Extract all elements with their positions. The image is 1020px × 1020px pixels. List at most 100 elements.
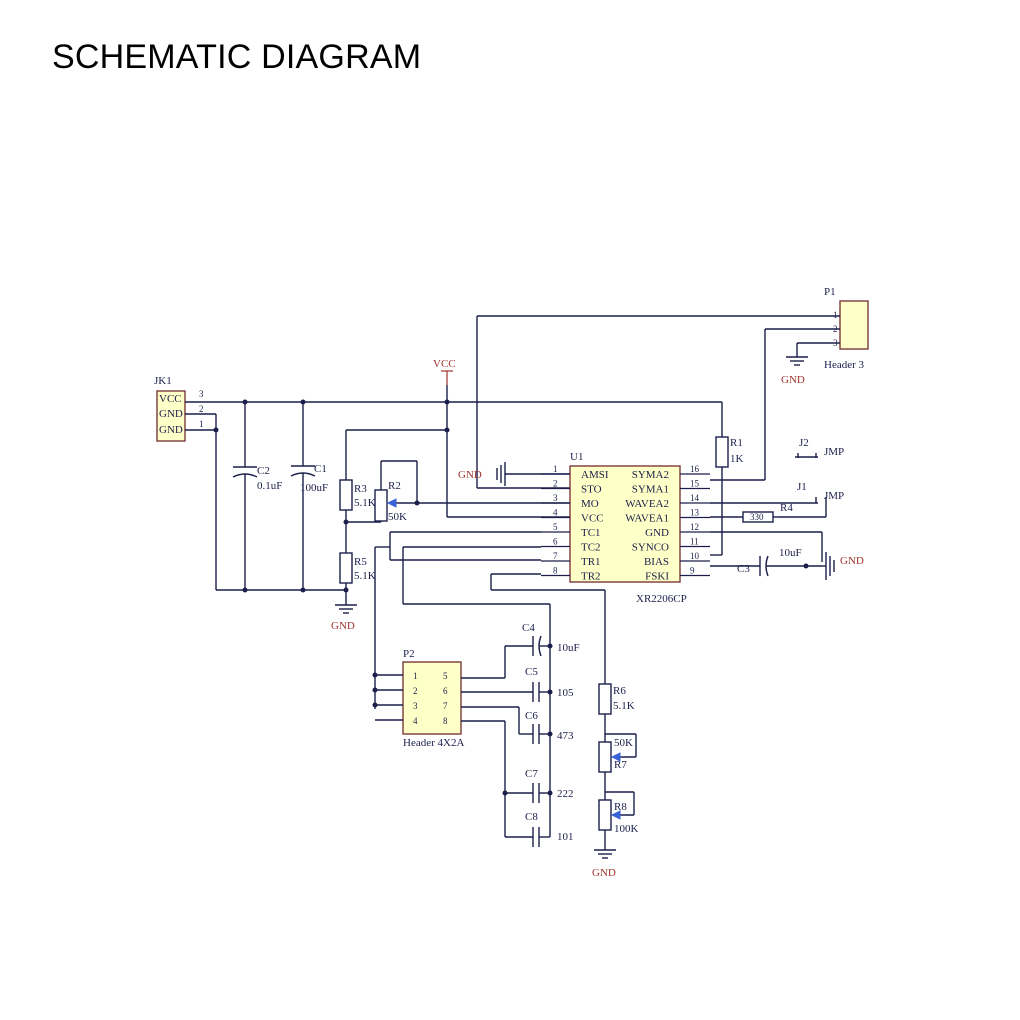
j1-ref: J1 [797, 481, 807, 493]
syma1-wire [710, 329, 766, 481]
capacitor-c1: C1 100uF [290, 402, 328, 590]
c5-value: 105 [557, 687, 574, 699]
u1-body [569, 465, 681, 583]
u1-pin-name: WAVEA2 [625, 498, 669, 510]
u1-pin-number: 1 [553, 464, 558, 474]
j2-name: JMP [824, 446, 844, 458]
u1-pin-name: TR2 [581, 571, 601, 583]
r1-ref: R1 [730, 437, 743, 449]
resistor-r3: R3 5.1K [339, 429, 447, 553]
c1-value: 100uF [300, 482, 328, 494]
jumper-j1: J1 JMP [710, 481, 844, 518]
jk1-pin-label: GND [159, 408, 183, 420]
c3-ref: C3 [737, 563, 750, 575]
u1-pin-number: 15 [690, 479, 700, 489]
p2-pin-number: 2 [413, 686, 418, 696]
u1-pin-number: 12 [690, 522, 699, 532]
u1-pin-name: AMSI [581, 469, 609, 481]
u1-pin-number: 10 [690, 551, 700, 561]
capacitor-c8: C8 101 [505, 811, 574, 847]
wiper-arrow-icon [610, 752, 621, 762]
u1-pins-right: 16SYMA215SYMA114WAVEA213WAVEA112GND11SYN… [625, 464, 710, 583]
u1-pin-name: SYNCO [632, 542, 669, 554]
c7-value: 222 [557, 788, 574, 800]
u1-part: XR2206CP [636, 593, 687, 605]
r5-value: 5.1K [354, 570, 376, 582]
r6-ref: R6 [613, 685, 626, 697]
jk1-pin-number: 2 [199, 404, 204, 414]
c7-ref: C7 [525, 768, 538, 780]
r5-ref: R5 [354, 556, 367, 568]
jk1-pin-number: 1 [199, 419, 204, 429]
wiper-arrow-icon [386, 498, 397, 508]
p2-pin-number: 8 [443, 716, 448, 726]
u1-pin-number: 9 [690, 566, 695, 576]
r7-ref: R7 [614, 759, 627, 771]
gnd-label: GND [592, 867, 616, 879]
r2-value: 50K [388, 511, 407, 523]
capacitor-c2: C2 0.1uF [232, 402, 282, 590]
u1-pin-number: 11 [690, 537, 699, 547]
c6-ref: C6 [525, 710, 538, 722]
header-p1: P1 1 2 3 Header 3 GND [765, 286, 869, 386]
p2-pin-number: 6 [443, 686, 448, 696]
resistor-r5: R5 5.1K [339, 552, 376, 605]
r4-value: 330 [750, 512, 764, 522]
u1-pin-number: 6 [553, 537, 558, 547]
page-title: SCHEMATIC DIAGRAM [52, 38, 422, 76]
c8-value: 101 [557, 831, 574, 843]
r7-value: 50K [614, 737, 633, 749]
p1-name: Header 3 [824, 359, 865, 371]
potentiometer-r7: 50K R7 [598, 733, 637, 800]
gnd-pin12-wire [710, 531, 823, 562]
u1-pin-name: TR1 [581, 556, 601, 568]
resistor-r4: 330 R4 [710, 502, 793, 523]
p2-pin-number: 3 [413, 701, 418, 711]
r2-ref: R2 [388, 480, 401, 492]
p2-name: Header 4X2A [403, 737, 464, 749]
r3-value: 5.1K [354, 497, 376, 509]
resistor-r6: R6 5.1K [598, 683, 635, 742]
u1-pin-number: 7 [553, 551, 558, 561]
capacitor-c5: C5 105 [461, 666, 574, 702]
u1-pin-number: 13 [690, 508, 700, 518]
potentiometer-r8: R8 100K [598, 791, 639, 850]
p1-pin-number: 1 [833, 310, 838, 320]
vcc-power-symbol: VCC [433, 358, 570, 518]
p2-pin-number: 7 [443, 701, 448, 711]
u1-ref: U1 [570, 451, 583, 463]
r8-ref: R8 [614, 801, 627, 813]
c4-value: 10uF [557, 642, 580, 654]
r6-value: 5.1K [613, 700, 635, 712]
jk1-body [156, 390, 186, 442]
r1-value: 1K [730, 453, 744, 465]
u1-pin-number: 2 [553, 479, 558, 489]
u1-pin-name: BIAS [644, 556, 669, 568]
ground-symbol: GND [822, 552, 864, 580]
r3-ref: R3 [354, 483, 367, 495]
resistor-r1: R1 1K [710, 402, 744, 556]
timing-wires [374, 531, 606, 837]
ic-u1: U1 XR2206CP [569, 451, 687, 605]
connector-jk1: JK1 VCC GND GND 3 2 1 [154, 375, 204, 442]
u1-pin-name: SYMA1 [632, 484, 669, 496]
c5-ref: C5 [525, 666, 538, 678]
u1-pin-number: 4 [553, 508, 558, 518]
u1-pin-number: 8 [553, 566, 558, 576]
wiper-arrow-icon [610, 810, 621, 820]
p2-pin-number: 4 [413, 716, 418, 726]
p1-body [839, 300, 869, 350]
gnd-label: GND [331, 620, 355, 632]
u1-pin-number: 16 [690, 464, 700, 474]
u1-pin-name: SYMA2 [632, 469, 669, 481]
jk1-pin-label: GND [159, 424, 183, 436]
r4-ref: R4 [780, 502, 793, 514]
u1-pin-name: TC1 [581, 527, 601, 539]
u1-pin-name: FSKI [645, 571, 669, 583]
jk1-ref: JK1 [154, 375, 172, 387]
u1-pin-name: STO [581, 484, 602, 496]
j1-name: JMP [824, 490, 844, 502]
ground-symbol: GND [331, 604, 357, 632]
potentiometer-r2: R2 50K [346, 460, 570, 523]
